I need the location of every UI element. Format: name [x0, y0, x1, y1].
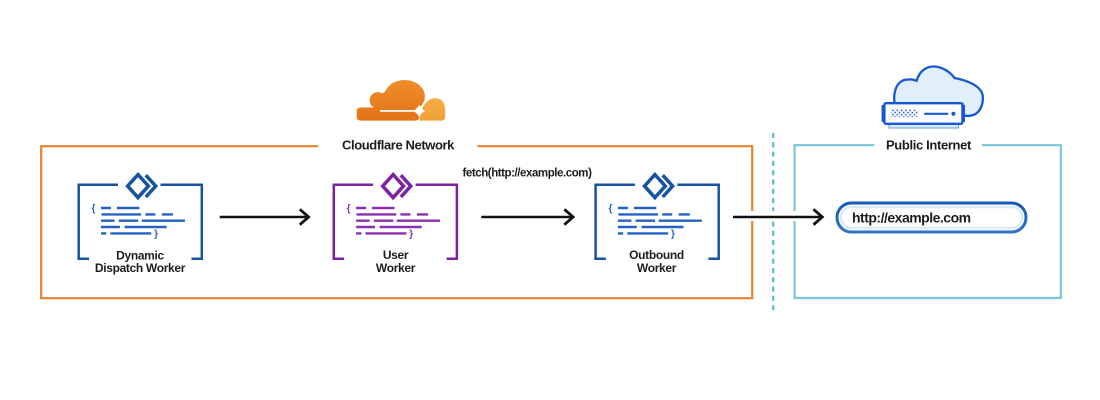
svg-text:}: }: [409, 229, 413, 240]
svg-text:}: }: [154, 229, 158, 240]
svg-text:Dynamic: Dynamic: [116, 249, 164, 263]
svg-text:{: {: [608, 204, 612, 215]
svg-text:{: {: [347, 204, 351, 215]
svg-text:Worker: Worker: [637, 261, 677, 275]
svg-text:Worker: Worker: [376, 261, 416, 275]
svg-text:Cloudflare Network: Cloudflare Network: [342, 138, 455, 153]
svg-text:fetch(http://example.com): fetch(http://example.com): [463, 168, 593, 180]
svg-text:User: User: [383, 248, 409, 262]
svg-text:Public Internet: Public Internet: [886, 138, 972, 153]
svg-text:}: }: [671, 229, 675, 240]
svg-text:Outbound: Outbound: [629, 248, 684, 262]
svg-text:{: {: [92, 204, 96, 215]
svg-text:Dispatch Worker: Dispatch Worker: [95, 261, 186, 275]
svg-text:http://example.com: http://example.com: [852, 210, 971, 226]
